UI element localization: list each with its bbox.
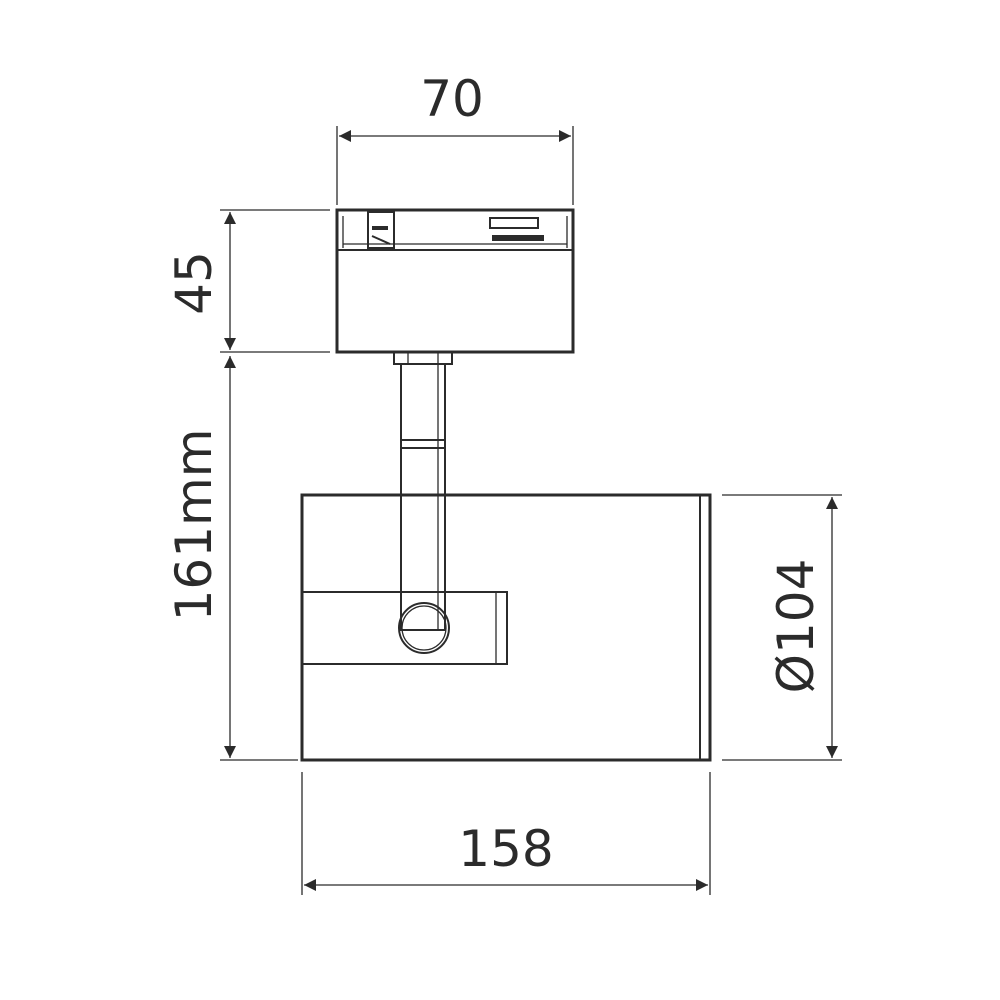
dimension-label-height: 45 [165,251,223,315]
dimension-label-length: 158 [458,820,553,878]
dimension-adapter-width: 70 [336,70,574,205]
dimension-label-width: 70 [420,70,484,128]
dimension-label-diameter: Ø104 [767,559,825,694]
dimension-head-diameter: Ø104 [722,494,842,761]
dimension-adapter-height: 45 [165,209,330,353]
track-adapter [335,208,575,354]
mounting-arm [393,351,453,631]
dimension-label-total-height: 161mm [165,429,223,622]
lamp-head [300,493,712,762]
dimension-head-length: 158 [301,772,711,895]
dimension-total-height: 161mm [165,356,298,761]
